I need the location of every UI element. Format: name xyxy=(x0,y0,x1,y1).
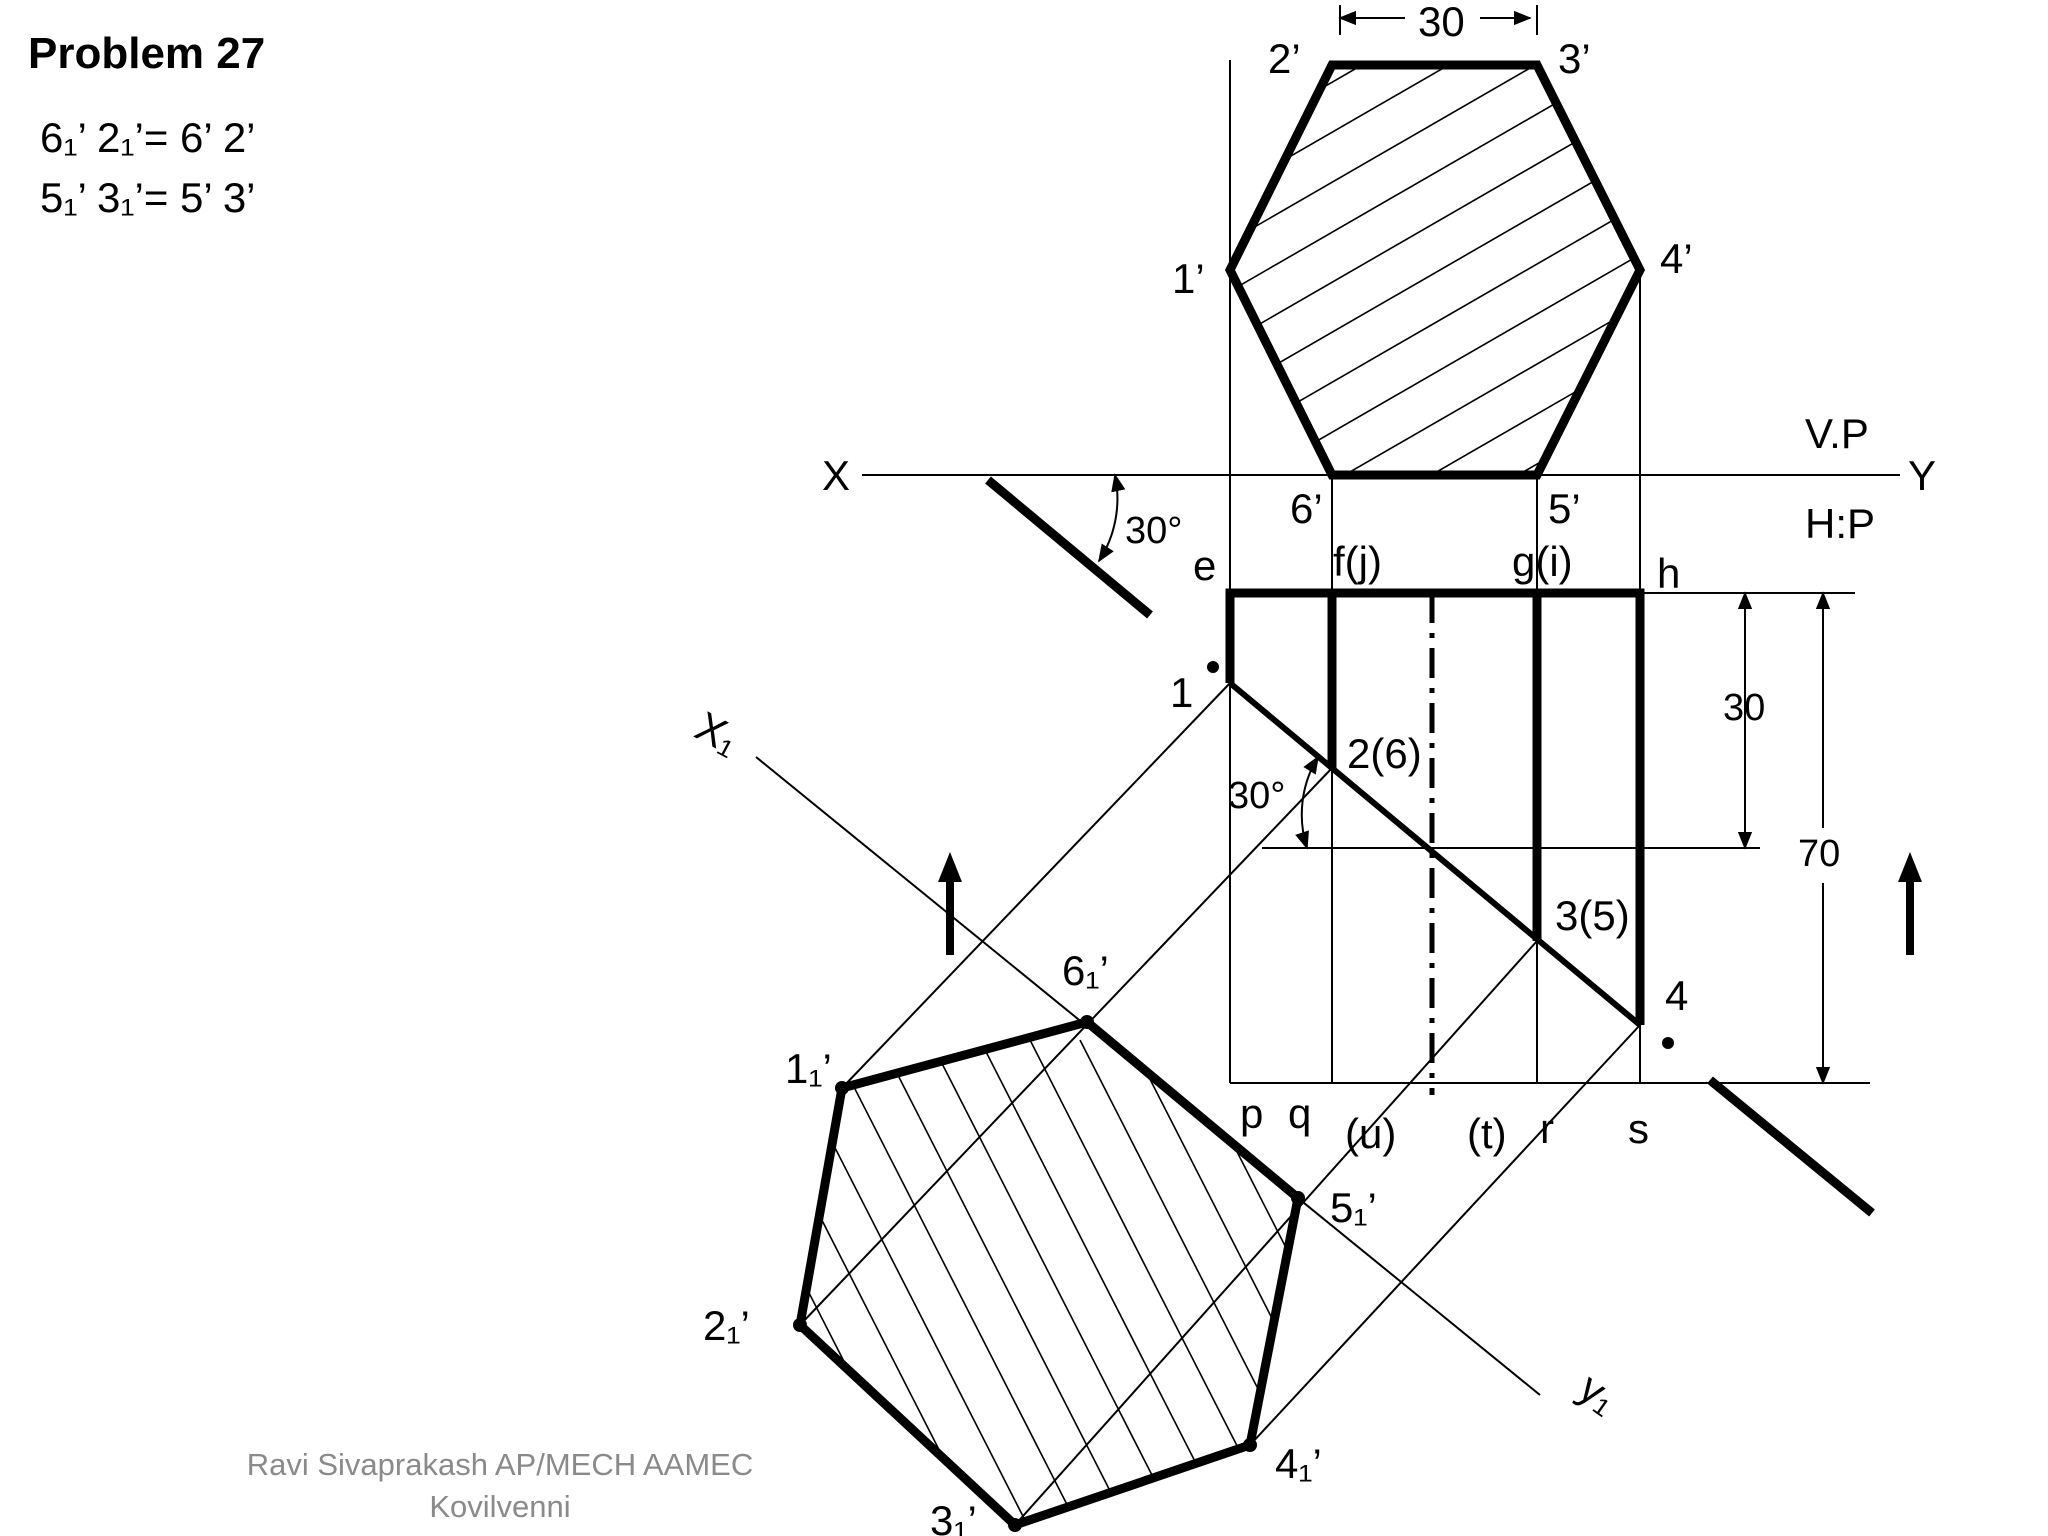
note-line-2: 5₁’ 3₁’= 5’ 3’ xyxy=(40,174,256,221)
label-3-1: 3₁’ xyxy=(930,1497,977,1536)
label-section-1: 1 xyxy=(1170,669,1193,716)
top-view-labels: e f(j) g(i) h 1 2(6) 3(5) 4 p q (u) (t) … xyxy=(1125,510,1840,1157)
note-line-1: 6₁’ 2₁’= 6’ 2’ xyxy=(40,114,256,161)
label-f-j: f(j) xyxy=(1333,538,1382,585)
front-view-labels: 1’ 2’ 3’ 4’ 5’ 6’ 30 xyxy=(1172,0,1693,532)
label-5-1: 5₁’ xyxy=(1330,1184,1377,1231)
label-section-2-6: 2(6) xyxy=(1347,730,1422,777)
credit-line-2: Kovilvenni xyxy=(429,1489,570,1524)
label-t: (t) xyxy=(1467,1110,1507,1157)
label-h: h xyxy=(1657,550,1680,597)
label-vp: V.P xyxy=(1805,410,1869,457)
label-1-prime: 1’ xyxy=(1172,255,1205,302)
label-u: (u) xyxy=(1345,1110,1396,1157)
label-2-prime: 2’ xyxy=(1268,35,1301,82)
label-r: r xyxy=(1540,1105,1554,1152)
label-e: e xyxy=(1193,542,1216,589)
label-x1: X₁ xyxy=(688,702,747,763)
label-1-1: 1₁’ xyxy=(785,1045,832,1092)
credit-line-1: Ravi Sivaprakash AP/MECH AAMEC xyxy=(247,1447,754,1482)
angle-30-xy: 30° xyxy=(1125,510,1182,552)
label-4-prime: 4’ xyxy=(1660,235,1693,282)
vertex-dots xyxy=(793,661,1674,1532)
dim-top-30: 30 xyxy=(1418,0,1465,45)
angle-30-section: 30° xyxy=(1228,775,1285,817)
reference-labels: X Y V.P H:P X₁ y₁ xyxy=(688,410,1936,1422)
label-hp: H:P xyxy=(1805,500,1875,547)
front-view-hatching xyxy=(1230,65,1640,475)
label-y: Y xyxy=(1908,452,1936,499)
true-shape-labels: 1₁’ 2₁’ 3₁’ 4₁’ 5₁’ 6₁’ xyxy=(703,947,1377,1536)
view-arrow-left xyxy=(938,852,962,955)
view-arrow-right xyxy=(1898,852,1922,955)
label-section-3-5: 3(5) xyxy=(1555,892,1630,939)
label-3-prime: 3’ xyxy=(1558,35,1591,82)
cutting-plane-end-right xyxy=(1707,1076,1875,1217)
credit: Ravi Sivaprakash AP/MECH AAMEC Kovilvenn… xyxy=(247,1447,754,1524)
label-6-prime: 6’ xyxy=(1290,485,1323,532)
label-s: s xyxy=(1628,1105,1649,1152)
label-4-1: 4₁’ xyxy=(1275,1440,1322,1487)
label-g-i: g(i) xyxy=(1512,538,1573,585)
label-p: p xyxy=(1240,1090,1263,1137)
dim-30: 30 xyxy=(1723,687,1765,729)
label-2-1: 2₁’ xyxy=(703,1302,750,1349)
label-y1: y₁ xyxy=(1571,1364,1627,1423)
label-x: X xyxy=(822,452,850,499)
label-5-prime: 5’ xyxy=(1548,485,1581,532)
dim-70: 70 xyxy=(1798,833,1840,875)
front-view-hexagon xyxy=(1224,60,1646,480)
label-section-4: 4 xyxy=(1665,972,1688,1019)
cutting-plane-end-left xyxy=(985,476,1153,619)
section-plane-line xyxy=(1228,680,1642,1028)
label-q: q xyxy=(1288,1090,1311,1137)
top-view-outline xyxy=(1225,588,1645,1025)
problem-title: Problem 27 xyxy=(28,29,265,78)
label-6-1: 6₁’ xyxy=(1062,947,1109,994)
